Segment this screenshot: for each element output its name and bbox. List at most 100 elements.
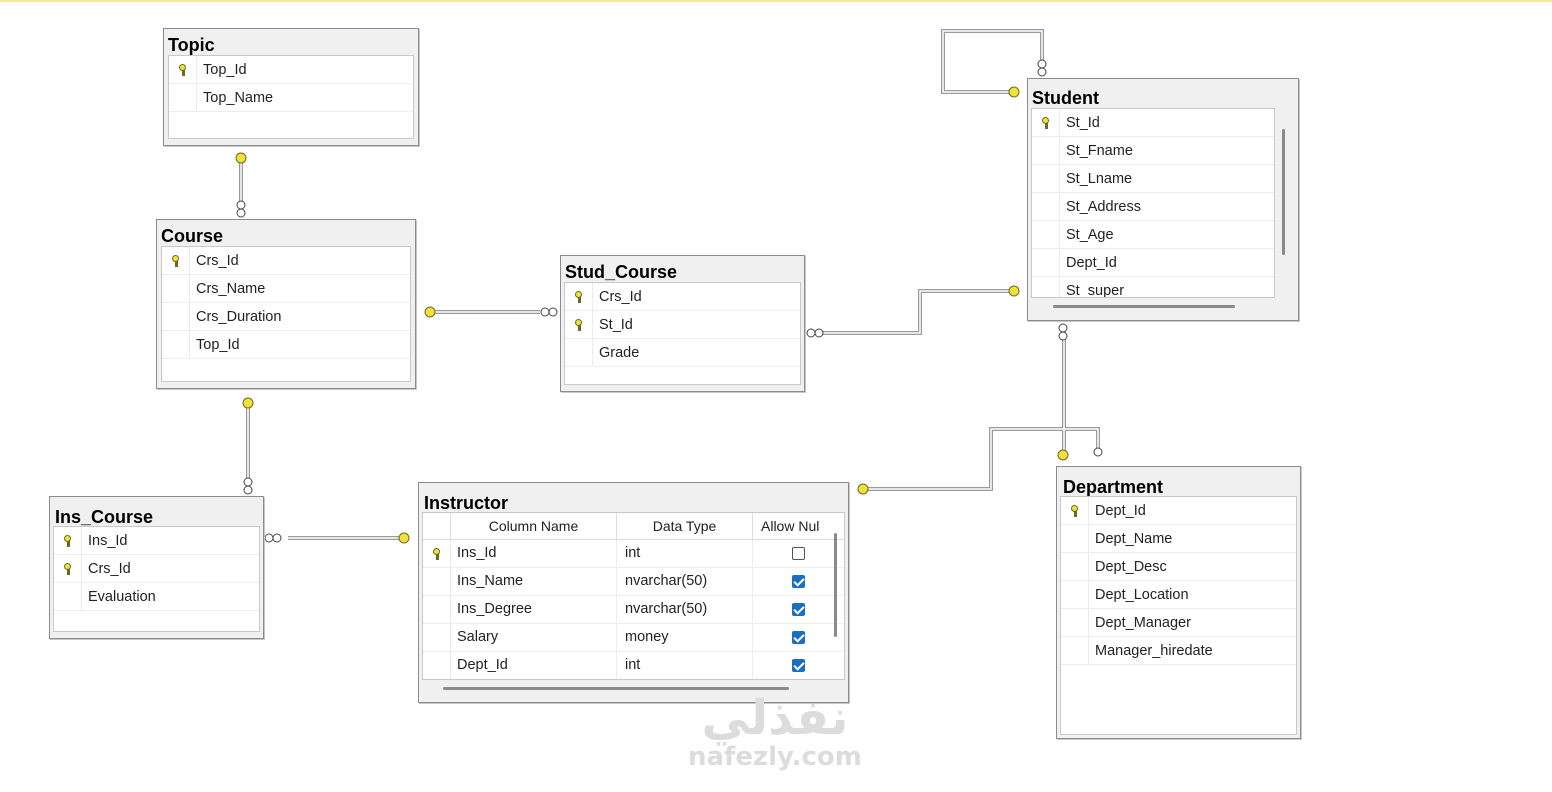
table-stud-course[interactable]: Stud_Course Crs_Id St_Id Grade	[560, 255, 805, 392]
column-name: Dept_Desc	[1095, 558, 1167, 575]
primary-key-icon	[433, 547, 440, 560]
data-type[interactable]: money	[617, 624, 753, 651]
column-row[interactable]: Ins_Id int	[423, 540, 844, 568]
column-row[interactable]: Evaluation	[54, 583, 259, 611]
column-row[interactable]: Top_Id	[169, 56, 413, 84]
column-name[interactable]: Dept_Id	[451, 652, 617, 679]
column-row[interactable]: Crs_Id	[54, 555, 259, 583]
column-row[interactable]: Top_Id	[162, 331, 410, 359]
column-name[interactable]: Ins_Degree	[451, 596, 617, 623]
header-column-name[interactable]: Column Name	[451, 513, 617, 539]
column-row[interactable]: Dept_Id int	[423, 652, 844, 679]
column-row[interactable]: Dept_Id	[1032, 249, 1274, 277]
column-row[interactable]: Top_Name	[169, 84, 413, 112]
data-type[interactable]: int	[617, 652, 753, 679]
allow-nulls-checkbox[interactable]	[791, 631, 805, 644]
horizontal-scrollbar[interactable]	[443, 687, 789, 690]
header-key-cell	[423, 513, 451, 539]
watermark-logo: نفذلي nafezly.com	[688, 690, 862, 772]
allow-nulls-checkbox[interactable]	[791, 547, 805, 560]
column-name: Crs_Id	[88, 560, 131, 577]
header-data-type[interactable]: Data Type	[617, 513, 753, 539]
column-row[interactable]: Crs_Duration	[162, 303, 410, 331]
column-row[interactable]: St_Fname	[1032, 137, 1274, 165]
column-name: Dept_Location	[1095, 586, 1189, 603]
column-row[interactable]: St_Lname	[1032, 165, 1274, 193]
header-allow-nulls[interactable]: Allow Nul	[761, 518, 820, 534]
column-row[interactable]: Dept_Manager	[1061, 609, 1296, 637]
table-instructor[interactable]: Instructor Column Name Data Type Allow N…	[418, 482, 849, 703]
column-row[interactable]: Grade	[565, 339, 800, 367]
column-name: St_Fname	[1066, 142, 1133, 159]
table-course[interactable]: Course Crs_Id Crs_Name Crs_Duration Top_…	[156, 219, 416, 389]
primary-key-icon	[64, 534, 71, 547]
key-cell	[162, 303, 190, 330]
column-row[interactable]: St_Id	[565, 311, 800, 339]
vertical-scrollbar[interactable]	[1282, 129, 1285, 255]
allow-nulls-checkbox[interactable]	[791, 603, 805, 616]
allow-nulls-checkbox[interactable]	[791, 659, 805, 672]
data-type[interactable]: nvarchar(50)	[617, 568, 753, 595]
key-cell	[1032, 137, 1060, 164]
allow-nulls-checkbox[interactable]	[791, 575, 805, 588]
table-department[interactable]: Department Dept_Id Dept_Name Dept_Desc D…	[1056, 466, 1301, 739]
column-row[interactable]: Dept_Id	[1061, 497, 1296, 525]
horizontal-scrollbar[interactable]	[1053, 305, 1235, 308]
data-type[interactable]: nvarchar(50)	[617, 596, 753, 623]
column-header-row: Column Name Data Type Allow Nul	[423, 513, 844, 540]
column-name: St_Address	[1066, 198, 1141, 215]
column-row[interactable]: St_Address	[1032, 193, 1274, 221]
column-row[interactable]: St_super	[1032, 277, 1274, 298]
allow-nulls-cell	[753, 652, 843, 679]
top-accent-line	[0, 0, 1552, 2]
column-name: Ins_Id	[88, 532, 128, 549]
column-row[interactable]: Ins_Name nvarchar(50)	[423, 568, 844, 596]
primary-key-cell	[54, 555, 82, 582]
primary-key-cell	[162, 247, 190, 274]
primary-key-icon	[575, 290, 582, 303]
key-cell	[1061, 581, 1089, 608]
column-row[interactable]: Crs_Name	[162, 275, 410, 303]
column-row[interactable]: Manager_hiredate	[1061, 637, 1296, 665]
column-row[interactable]: Ins_Degree nvarchar(50)	[423, 596, 844, 624]
column-name: Dept_Manager	[1095, 614, 1191, 631]
table-title: Stud_Course	[565, 262, 678, 282]
allow-nulls-cell	[753, 624, 843, 651]
column-row[interactable]: Dept_Desc	[1061, 553, 1296, 581]
column-name: St_super	[1066, 282, 1125, 298]
primary-key-cell	[169, 56, 197, 83]
key-cell	[1061, 637, 1089, 664]
data-type[interactable]: int	[617, 540, 753, 567]
column-name[interactable]: Salary	[451, 624, 617, 651]
column-name: Top_Id	[203, 61, 247, 78]
primary-key-icon	[179, 63, 186, 76]
column-row[interactable]: Dept_Name	[1061, 525, 1296, 553]
key-cell	[1032, 277, 1060, 297]
table-ins-course[interactable]: Ins_Course Ins_Id Crs_Id Evaluation	[49, 496, 264, 639]
vertical-scrollbar[interactable]	[834, 533, 837, 637]
key-cell	[1032, 221, 1060, 248]
primary-key-cell	[565, 311, 593, 338]
column-row[interactable]: Dept_Location	[1061, 581, 1296, 609]
column-row[interactable]: St_Age	[1032, 221, 1274, 249]
key-cell	[565, 339, 593, 366]
column-name: Crs_Duration	[196, 308, 282, 325]
primary-key-icon	[1071, 504, 1078, 517]
table-title: Course	[161, 226, 224, 246]
table-topic[interactable]: Topic Top_Id Top_Name	[163, 28, 419, 146]
column-name: Dept_Name	[1095, 530, 1173, 547]
column-row[interactable]: Ins_Id	[54, 527, 259, 555]
column-row[interactable]: Salary money	[423, 624, 844, 652]
column-name[interactable]: Ins_Name	[451, 568, 617, 595]
primary-key-cell	[565, 283, 593, 310]
table-student[interactable]: Student St_Id St_Fname St_Lname St_Addre…	[1027, 78, 1299, 321]
key-cell	[1032, 165, 1060, 192]
column-row[interactable]: St_Id	[1032, 109, 1274, 137]
column-row[interactable]: Crs_Id	[162, 247, 410, 275]
column-name[interactable]: Ins_Id	[451, 540, 617, 567]
watermark-arabic-text: نفذلي	[701, 690, 849, 746]
primary-key-icon	[575, 318, 582, 331]
column-row[interactable]: Crs_Id	[565, 283, 800, 311]
key-cell	[54, 583, 82, 610]
